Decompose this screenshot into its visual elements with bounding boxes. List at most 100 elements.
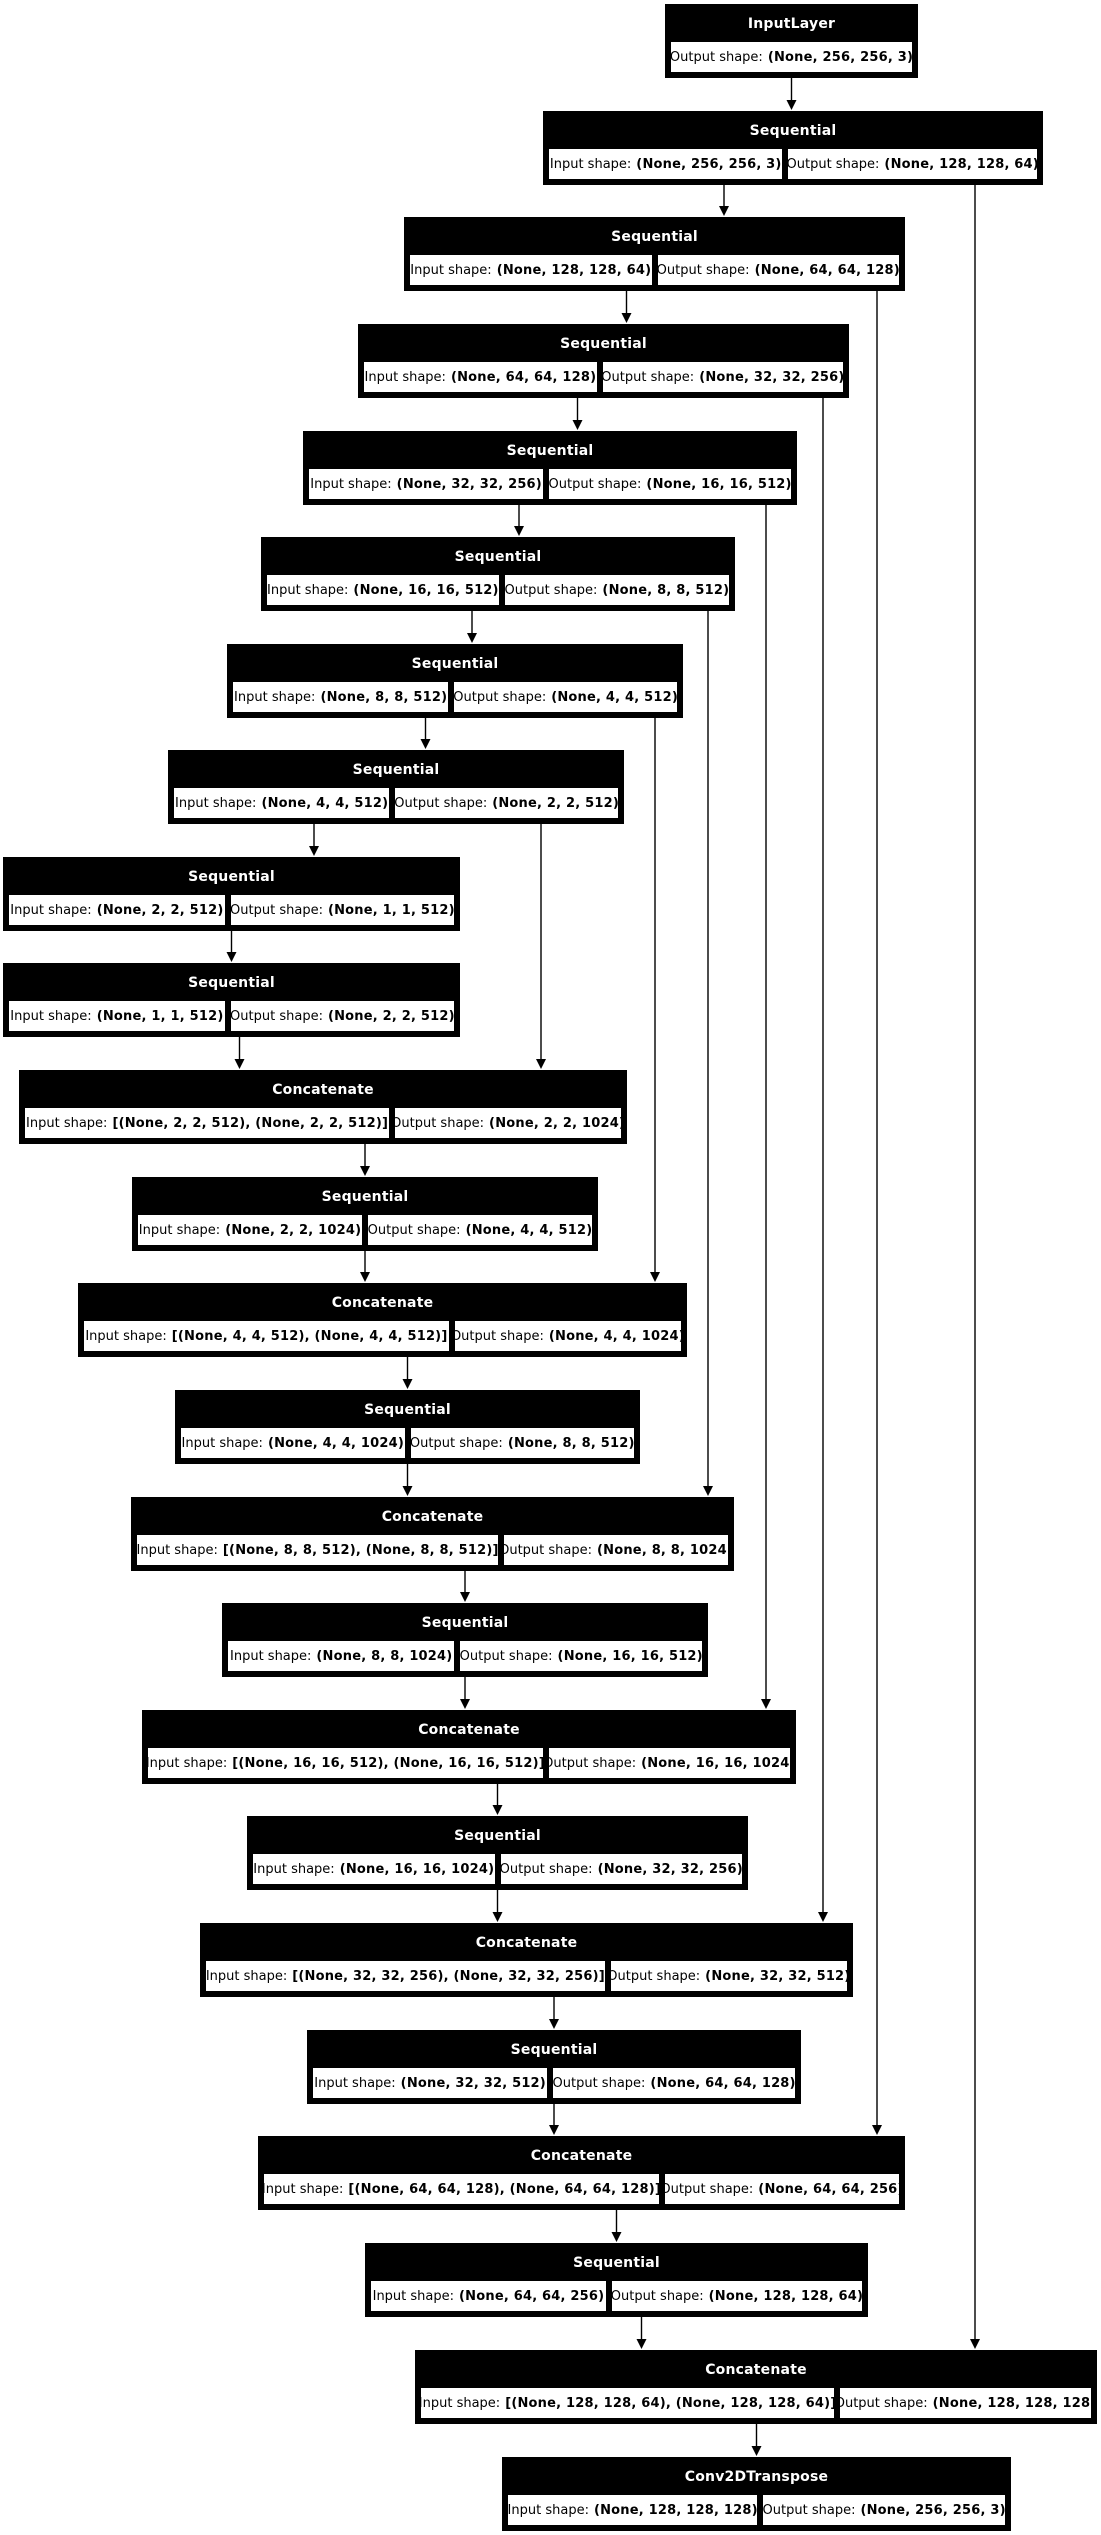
shape-label: Input shape: — [10, 902, 92, 918]
shape-label: Output shape: — [230, 902, 323, 918]
shape-cells: Input shape:(None, 16, 16, 1024)Output s… — [252, 1853, 743, 1885]
arrowhead-icon — [719, 206, 729, 216]
input-shape-cell: Input shape:(None, 16, 16, 512) — [266, 574, 500, 606]
layer-type-label: Concatenate — [705, 2361, 807, 2378]
shape-label: Output shape: — [609, 1968, 701, 1984]
output-shape-cell: Output shape:(None, 4, 4, 512) — [453, 681, 678, 713]
arrowhead-icon — [549, 2125, 559, 2135]
arrowhead-icon — [703, 1486, 713, 1496]
output-shape-cell: Output shape:(None, 32, 32, 256) — [499, 1853, 743, 1885]
input-shape-cell: Input shape:[(None, 32, 32, 256), (None,… — [205, 1960, 606, 1992]
output-shape-cell: Output shape:(None, 4, 4, 1024) — [453, 1320, 682, 1352]
shape-value: (None, 256, 256, 3) — [860, 2502, 1006, 2518]
shape-label: Output shape: — [453, 689, 547, 705]
input-shape-cell: Input shape:(None, 128, 128, 64) — [409, 254, 653, 286]
shape-value: (None, 4, 4, 512) — [551, 689, 678, 705]
layer-type-label: Sequential — [454, 1827, 541, 1844]
layer-type-label: Concatenate — [381, 1508, 484, 1525]
layer-type-label: Sequential — [411, 655, 499, 672]
shape-cells: Input shape:[(None, 32, 32, 256), (None,… — [205, 1960, 848, 1992]
shape-cells: Input shape:(None, 64, 64, 256)Output sh… — [370, 2280, 863, 2312]
output-shape-cell: Output shape:(None, 128, 128, 128) — [839, 2387, 1092, 2419]
output-shape-cell: Output shape:(None, 32, 32, 256) — [601, 361, 844, 393]
output-shape-cell: Output shape:(None, 16, 16, 1024) — [547, 1747, 791, 1779]
shape-value: (None, 16, 16, 1024) — [641, 1755, 791, 1771]
input-shape-cell: Input shape:(None, 64, 64, 256) — [370, 2280, 607, 2312]
arrowhead-icon — [751, 2446, 762, 2456]
shape-value: (None, 4, 4, 512) — [465, 1222, 593, 1238]
shape-value: [(None, 8, 8, 512), (None, 8, 8, 512)] — [222, 1542, 499, 1558]
shape-value: (None, 1, 1, 512) — [96, 1008, 224, 1024]
output-shape-cell: Output shape:(None, 64, 64, 128) — [552, 2067, 796, 2099]
arrowhead-icon — [226, 952, 237, 962]
input-shape-cell: Input shape:[(None, 128, 128, 64), (None… — [420, 2387, 836, 2419]
shape-value: (None, 4, 4, 1024) — [267, 1435, 404, 1451]
output-shape-cell: Output shape:(None, 2, 2, 512) — [394, 787, 619, 819]
output-shape-cell: Output shape:(None, 2, 2, 512) — [229, 1000, 455, 1032]
layer-type-label: Concatenate — [331, 1294, 434, 1311]
shape-cells: Input shape:[(None, 4, 4, 512), (None, 4… — [83, 1320, 682, 1352]
input-shape-cell: Input shape:(None, 32, 32, 512) — [312, 2067, 549, 2099]
output-shape-cell: Output shape:(None, 256, 256, 3) — [762, 2494, 1006, 2526]
arrowhead-icon — [492, 1912, 503, 1922]
shape-value: (None, 8, 8, 512) — [320, 689, 448, 705]
shape-value: [(None, 128, 128, 64), (None, 128, 128, … — [505, 2395, 836, 2411]
shape-label: Input shape: — [314, 2075, 396, 2091]
input-shape-cell: Input shape:[(None, 8, 8, 512), (None, 8… — [136, 1534, 500, 1566]
layer-type-label: Concatenate — [272, 1081, 374, 1098]
shape-label: Input shape: — [85, 1328, 167, 1344]
shape-label: Output shape: — [663, 2181, 754, 2197]
shape-value: [(None, 32, 32, 256), (None, 32, 32, 256… — [292, 1968, 605, 1984]
arrowhead-icon — [514, 526, 524, 536]
input-shape-cell: Input shape:(None, 16, 16, 1024) — [252, 1853, 496, 1885]
shape-label: Input shape: — [410, 262, 492, 278]
shape-label: Input shape: — [263, 2181, 344, 2197]
shape-value: [(None, 4, 4, 512), (None, 4, 4, 512)] — [171, 1328, 448, 1344]
arrowhead-icon — [460, 1592, 470, 1602]
shape-label: Output shape: — [601, 369, 695, 385]
input-shape-cell: Input shape:(None, 128, 128, 128) — [507, 2494, 759, 2526]
shape-label: Output shape: — [552, 2075, 646, 2091]
arrowhead-icon — [402, 1486, 413, 1496]
shape-cells: Output shape:(None, 256, 256, 3) — [670, 41, 913, 73]
layer-type-label: Sequential — [573, 2254, 660, 2271]
shape-value: (None, 8, 8, 512) — [507, 1435, 635, 1451]
shape-value: (None, 64, 64, 128) — [650, 2075, 796, 2091]
output-shape-cell: Output shape:(None, 16, 16, 512) — [548, 468, 792, 500]
output-shape-cell: Output shape:(None, 64, 64, 256) — [663, 2173, 900, 2205]
arrowhead-icon — [460, 1699, 470, 1709]
output-shape-cell: Output shape:(None, 32, 32, 512) — [609, 1960, 848, 1992]
shape-value: (None, 32, 32, 256) — [699, 369, 844, 385]
input-shape-cell: Input shape:(None, 8, 8, 512) — [232, 681, 450, 713]
arrowhead-icon — [872, 2125, 882, 2135]
shape-value: [(None, 64, 64, 128), (None, 64, 64, 128… — [348, 2181, 660, 2197]
shape-label: Output shape: — [367, 1222, 461, 1238]
shape-value: (None, 128, 128, 64) — [496, 262, 652, 278]
shape-value: (None, 32, 32, 512) — [400, 2075, 546, 2091]
shape-value: (None, 128, 128, 128) — [932, 2395, 1092, 2411]
shape-label: Output shape: — [762, 2502, 856, 2518]
layer-type-label: Concatenate — [475, 1934, 578, 1951]
arrowhead-icon — [761, 1699, 771, 1709]
shape-value: (None, 32, 32, 256) — [396, 476, 542, 492]
shape-label: Input shape: — [205, 1968, 288, 1984]
shape-label: Output shape: — [610, 2288, 704, 2304]
shape-label: Output shape: — [230, 1008, 323, 1024]
layer-type-label: Sequential — [506, 442, 594, 459]
shape-label: Input shape: — [136, 1542, 218, 1558]
shape-value: (None, 2, 2, 1024) — [225, 1222, 362, 1238]
shape-value: (None, 1, 1, 512) — [327, 902, 455, 918]
shape-value: (None, 8, 8, 1024) — [316, 1648, 453, 1664]
shape-value: (None, 128, 128, 64) — [884, 156, 1038, 172]
input-shape-cell: Input shape:(None, 1, 1, 512) — [8, 1000, 226, 1032]
arrowhead-icon — [786, 100, 797, 110]
shape-cells: Input shape:(None, 128, 128, 128)Output … — [507, 2494, 1006, 2526]
arrowhead-icon — [621, 313, 632, 323]
